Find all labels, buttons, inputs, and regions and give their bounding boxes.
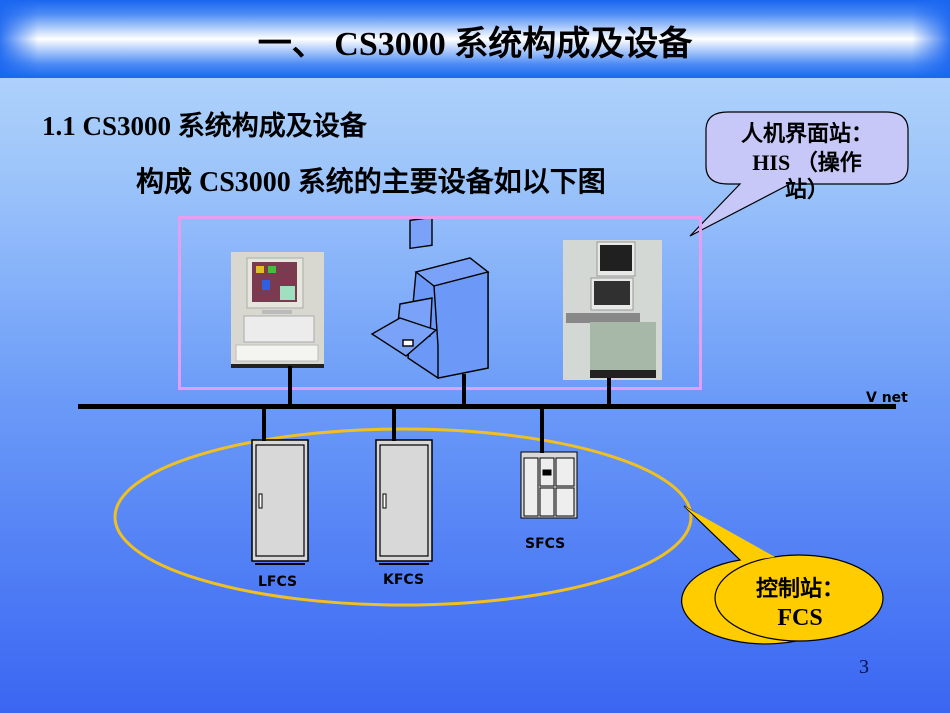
page-number: 3	[859, 656, 869, 678]
kfcs-drop-line	[392, 408, 396, 441]
his2-drop-line	[462, 374, 466, 406]
sfcs-rack-icon	[520, 451, 578, 519]
lfcs-cabinet-icon	[251, 439, 309, 565]
kfcs-label: KFCS	[383, 572, 425, 588]
his-callout-line2: HIS （操作	[752, 150, 862, 175]
his-callout-line3: 站）	[784, 178, 829, 203]
console-cabinet-icon	[370, 216, 490, 379]
fcs-callout-text: 控制站： FCS	[720, 576, 880, 632]
slide-title: 一、 CS3000 系统构成及设备	[257, 26, 693, 63]
vnet-bus-line	[78, 404, 896, 409]
dual-monitor-console-icon	[563, 240, 662, 380]
title-bar: 一、 CS3000 系统构成及设备	[0, 0, 950, 78]
sfcs-label: SFCS	[525, 536, 566, 552]
his-callout-text: 人机界面站： HIS （操作 站）	[712, 121, 902, 205]
his3-drop-line	[607, 378, 611, 406]
desktop-pc-icon	[231, 252, 324, 368]
his-callout-line1: 人机界面站：	[740, 122, 873, 147]
kfcs-cabinet-icon	[375, 439, 433, 565]
lfcs-drop-line	[262, 408, 266, 441]
fcs-callout-line2: FCS	[777, 605, 823, 631]
lfcs-label: LFCS	[258, 574, 298, 590]
fcs-group-ellipse	[113, 427, 693, 607]
his-group-frame	[178, 216, 702, 390]
section-subheading: 构成 CS3000 系统的主要设备如以下图	[136, 167, 606, 198]
his1-drop-line	[288, 366, 292, 406]
vnet-label: V net	[866, 390, 908, 406]
fcs-callout-line1: 控制站：	[755, 577, 844, 602]
his-callout-shape	[689, 111, 909, 237]
sfcs-drop-line	[540, 408, 544, 453]
section-heading: 1.1 CS3000 系统构成及设备	[42, 111, 367, 141]
fcs-callout-shape	[681, 505, 884, 645]
